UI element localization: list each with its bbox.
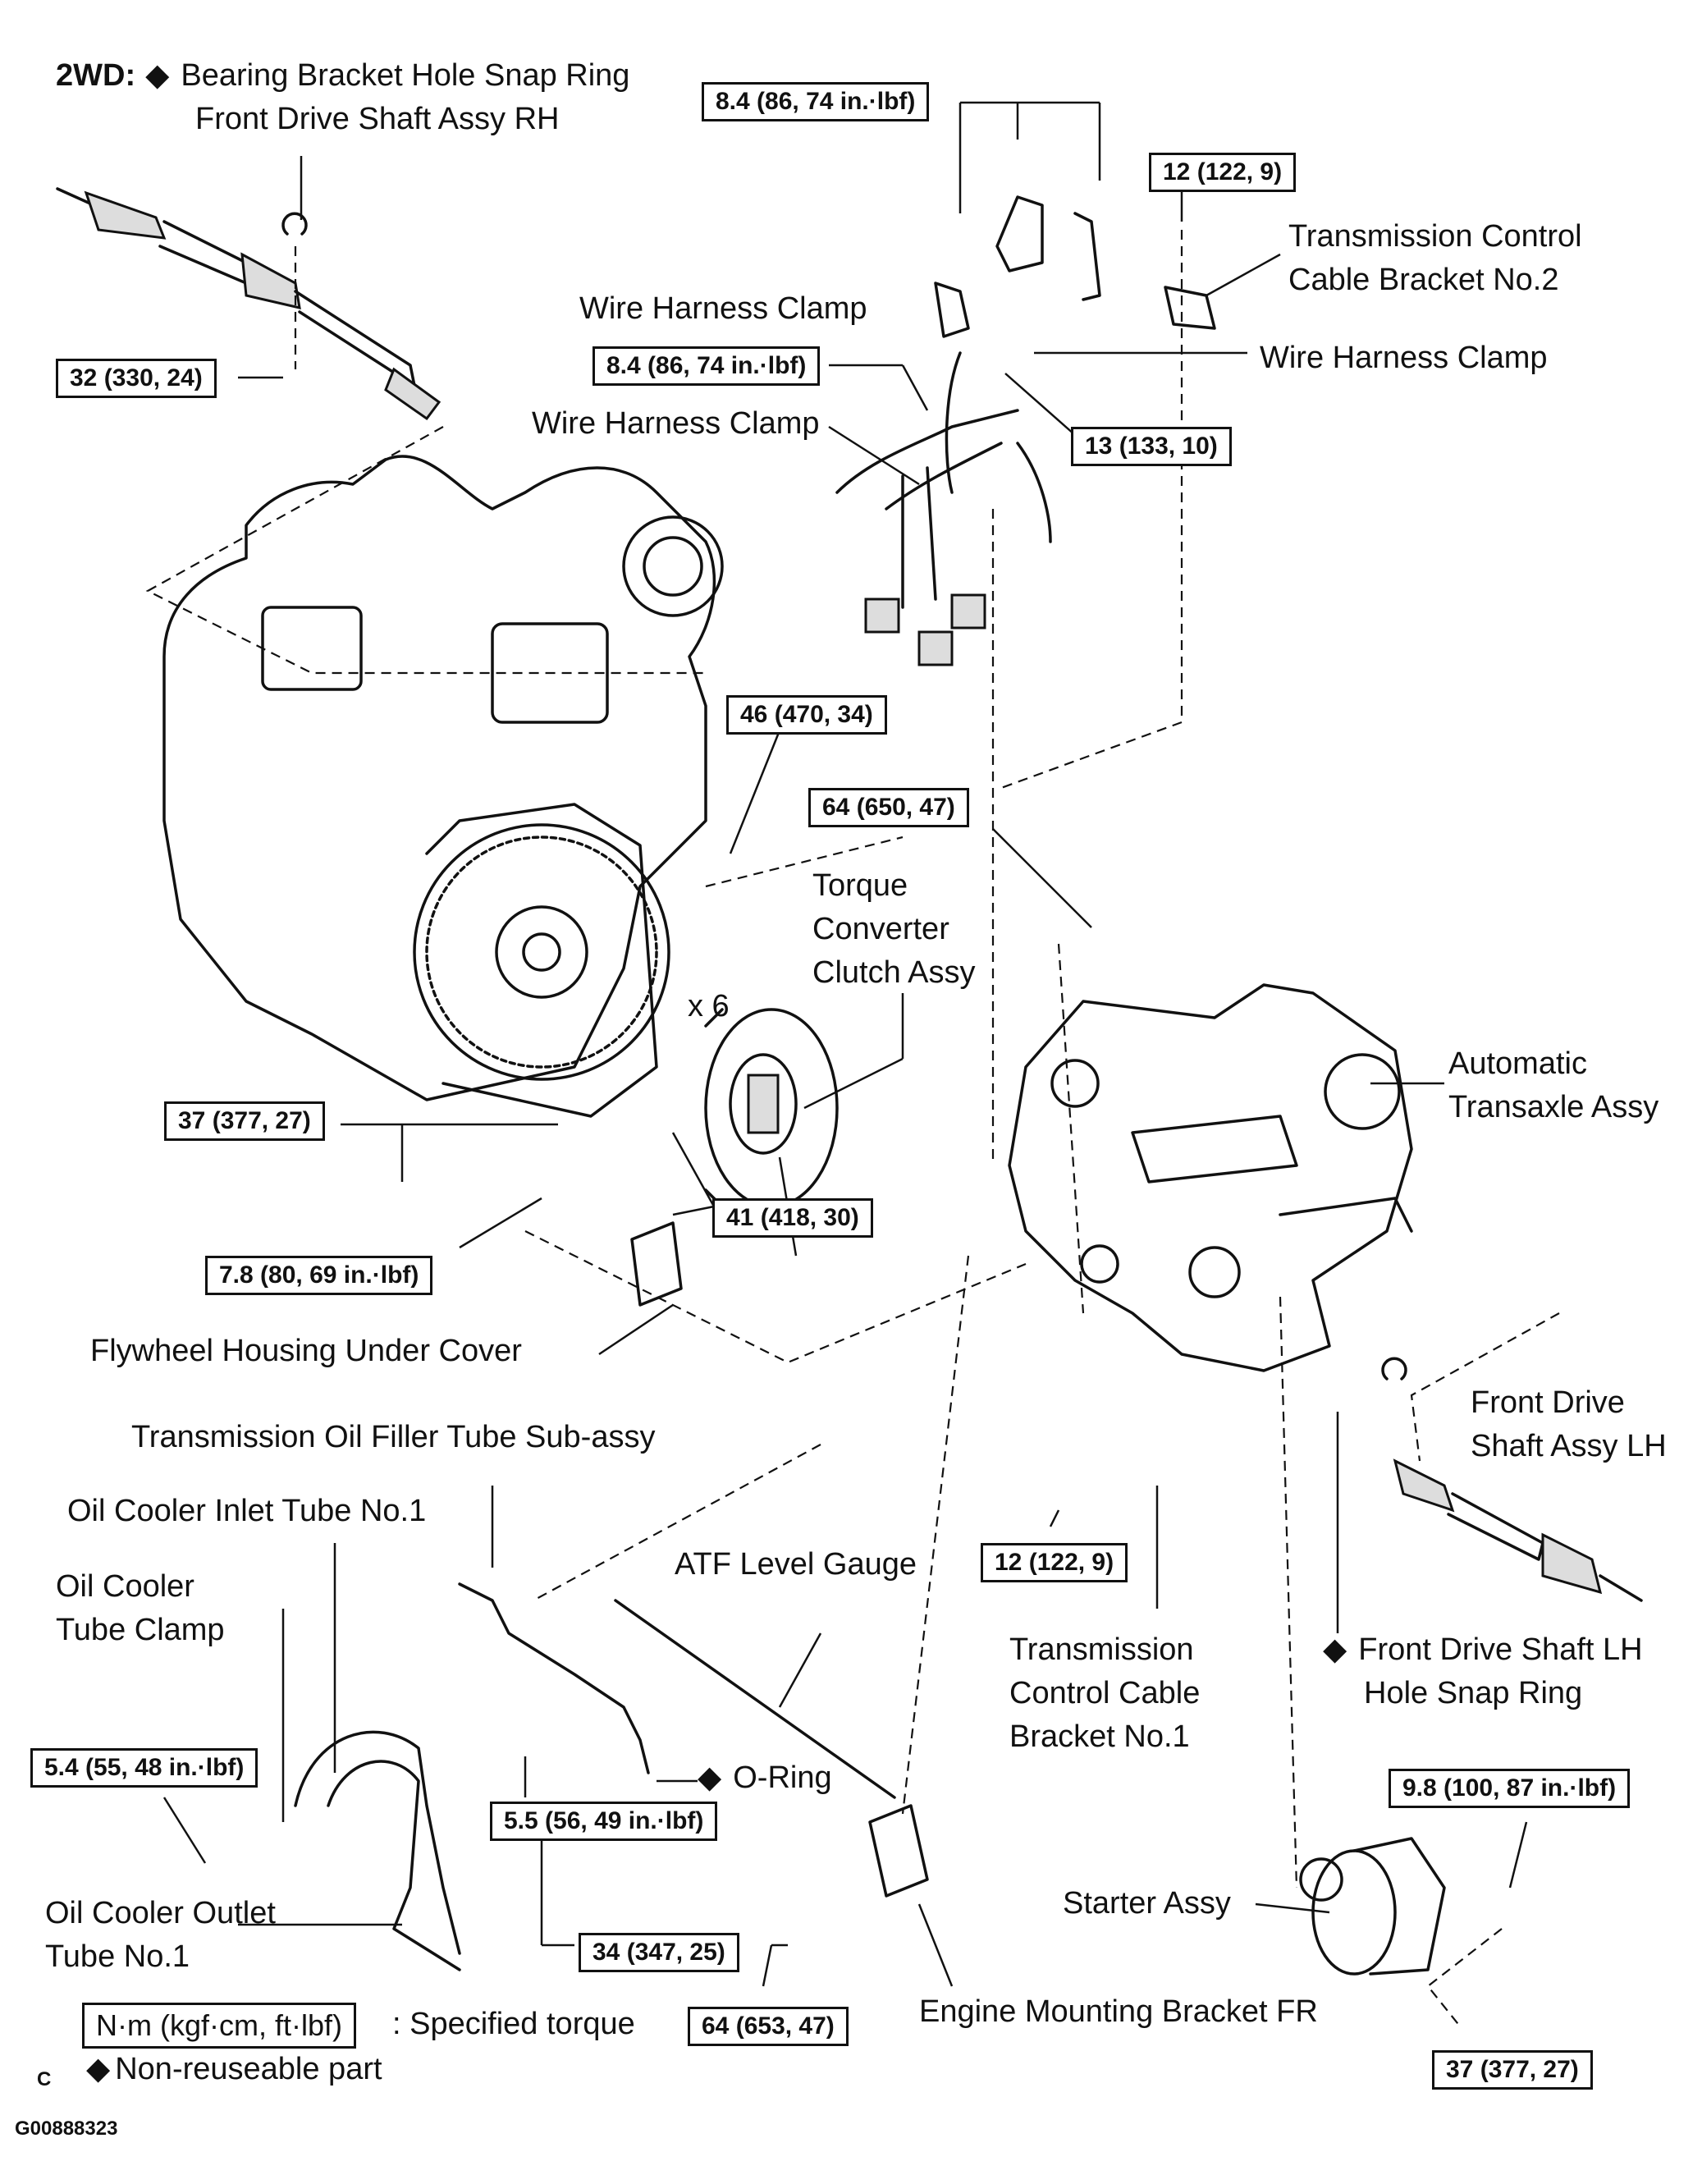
torque-5-5: 5.5 (56, 49 in.·lbf): [490, 1802, 718, 1841]
torque-7-8: 7.8 (80, 69 in.·lbf): [205, 1256, 433, 1295]
label-starter-assy: Starter Assy: [1063, 1886, 1231, 1921]
torque-13: 13 (133, 10): [1071, 427, 1232, 466]
torque-9-8: 9.8 (100, 87 in.·lbf): [1389, 1769, 1631, 1808]
legend-unit-text: : Specified torque: [392, 2007, 635, 2041]
non-reusable-diamond-icon: ◆: [1323, 1632, 1347, 1667]
torque-32: 32 (330, 24): [56, 359, 217, 398]
label-front-drive-shaft-lh-snap-ring: ◆Front Drive Shaft LH Hole Snap Ring: [1323, 1628, 1643, 1715]
label-oil-filler-tube: Transmission Oil Filler Tube Sub-assy: [131, 1420, 656, 1454]
oil-filler-tube: [458, 1582, 650, 1774]
header-line2: Front Drive Shaft Assy RH: [195, 102, 560, 136]
starter-assy: [1299, 1837, 1446, 1976]
non-reusable-diamond-icon: ◆: [86, 2052, 111, 2086]
label-oil-cooler-inlet-tube: Oil Cooler Inlet Tube No.1: [67, 1494, 427, 1528]
engine-assy: [162, 455, 724, 1101]
torque-64-653: 64 (653, 47): [688, 2007, 849, 2046]
footer-letter: C: [37, 2068, 52, 2090]
torque-41: 41 (418, 30): [712, 1198, 873, 1238]
label-oil-cooler-outlet-tube: Oil Cooler Outlet Tube No.1: [45, 1896, 276, 1974]
bracket-top-a: [995, 195, 1044, 272]
label-oil-cooler-tube-clamp: Oil Cooler Tube Clamp: [56, 1569, 225, 1647]
torque-12-top: 12 (122, 9): [1149, 153, 1297, 192]
label-wire-harness-clamp-a: Wire Harness Clamp: [579, 291, 867, 326]
label-trans-ctrl-cable-bracket-no2: Transmission Control Cable Bracket No.2: [1288, 219, 1582, 297]
snap-ring-lh: [1381, 1357, 1407, 1380]
front-drive-shaft-lh: [1393, 1458, 1643, 1602]
label-torque-converter: Torque Converter Clutch Assy: [812, 868, 976, 990]
non-reusable-diamond-icon: ◆: [145, 58, 170, 93]
label-atf-level-gauge: ATF Level Gauge: [675, 1547, 917, 1582]
automatic-transaxle-assy: [1008, 983, 1413, 1372]
torque-8-4-mid: 8.4 (86, 74 in.·lbf): [592, 346, 821, 386]
footer-code: G00888323: [15, 2118, 118, 2140]
torque-5-4: 5.4 (55, 48 in.·lbf): [30, 1748, 259, 1788]
engine-mounting-bracket: [868, 1804, 929, 1898]
non-reusable-diamond-icon: ◆: [698, 1760, 722, 1795]
label-flywheel-housing-under-cover: Flywheel Housing Under Cover: [90, 1334, 522, 1368]
legend-unit-box: N·m (kgf·cm, ft·lbf): [82, 2003, 356, 2049]
torque-46: 46 (470, 34): [726, 695, 887, 735]
snap-ring-rh: [281, 212, 308, 236]
torque-12-bottom: 12 (122, 9): [981, 1543, 1128, 1582]
header-2wd: 2WD: ◆ Bearing Bracket Hole Snap Ring Fron…: [56, 54, 629, 141]
torque-34: 34 (347, 25): [579, 1933, 739, 1972]
legend-nonreuse: ◆Non-reuseable part: [86, 2048, 382, 2091]
torque-converter-assy: [704, 1008, 839, 1208]
label-wire-harness-clamp-c: Wire Harness Clamp: [532, 406, 820, 441]
bracket-no2: [1164, 286, 1216, 330]
label-front-drive-shaft-lh: Front Drive Shaft Assy LH: [1471, 1385, 1667, 1463]
clamp-a: [934, 282, 970, 338]
torque-37-right: 37 (377, 27): [1432, 2050, 1593, 2090]
bracket-top-b: [1073, 212, 1101, 301]
atf-level-gauge: [614, 1599, 896, 1799]
header-line1: Bearing Bracket Hole Snap Ring: [181, 58, 630, 93]
torque-37-left: 37 (377, 27): [164, 1101, 325, 1141]
front-drive-shaft-rh: [56, 187, 442, 421]
flywheel-under-cover: [630, 1221, 683, 1307]
label-trans-ctrl-cable-bracket-no1: Transmission Control Cable Bracket No.1: [1009, 1632, 1201, 1754]
torque-8-4-top: 8.4 (86, 74 in.·lbf): [702, 82, 930, 121]
flywheel-drive-plate: [413, 803, 670, 1118]
label-automatic-transaxle: Automatic Transaxle Assy: [1448, 1046, 1659, 1124]
header-prefix: 2WD:: [56, 58, 136, 93]
label-engine-mounting-bracket: Engine Mounting Bracket FR: [919, 1994, 1318, 2029]
wire-harness: [835, 351, 1052, 666]
torque-64-650: 64 (650, 47): [808, 788, 969, 827]
label-o-ring: ◆O-Ring: [698, 1756, 832, 1800]
label-wire-harness-clamp-b: Wire Harness Clamp: [1260, 341, 1548, 375]
oil-cooler-tubes: [294, 1730, 461, 1971]
label-x6: x 6: [688, 989, 730, 1023]
